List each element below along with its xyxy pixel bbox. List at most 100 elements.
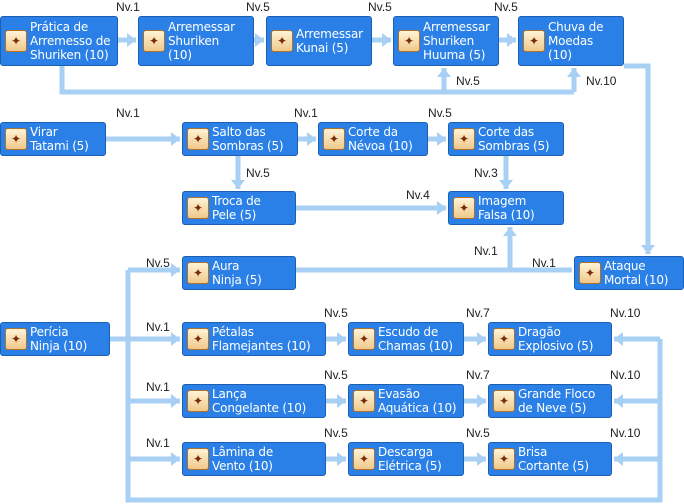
skill-label-line: Arremessar [296,27,363,41]
skill-label-line: Vento (10) [212,459,273,473]
arrowhead [382,33,391,47]
final-strike-icon: ✦ [579,262,601,284]
level-requirement-label: Nv.5 [494,0,518,14]
skill-label-line: Virar [30,125,58,139]
level-requirement-label: Nv.3 [474,166,498,180]
tatami-icon: ✦ [5,128,27,150]
mist-slash-icon: ✦ [323,128,345,150]
level-requirement-label: Nv.5 [146,256,170,270]
arrowhead [337,452,346,466]
book-icon: ✦ [5,30,27,52]
arrowhead [567,68,581,77]
skill-label-line: Brisa [518,445,548,459]
coins-icon: ✦ [523,30,545,52]
skill-label-line: Shuriken (10) [30,48,109,62]
level-requirement-label: Nv.5 [368,0,392,14]
skill-label-line: Corte das [478,125,534,139]
level-requirement-label: Nv.1 [146,380,170,394]
shadow-slash-icon: ✦ [453,128,475,150]
skill-label-line: Grande Floco [518,387,596,401]
skill-label-line: Arremessar [168,20,235,34]
skill-label-line: Elétrica (5) [378,459,442,473]
arrowhead [171,394,180,408]
arrowhead [337,332,346,346]
level-requirement-label: Nv.5 [246,0,270,14]
skill-label-line: Pétalas [212,325,254,339]
skill-label-line: Lâmina de [212,445,274,459]
aura-icon: ✦ [187,262,209,284]
flame-shield-icon: ✦ [353,328,375,350]
level-requirement-label: Nv.7 [466,306,490,320]
skill-label-line: Sombras (5) [478,139,550,153]
arrowhead [614,452,623,466]
skill-label-line: Escudo de [378,325,439,339]
mirror-image-icon: ✦ [453,197,475,219]
level-requirement-label: Nv.1 [294,106,318,120]
skill-label-line: Arremesso de [30,34,111,48]
connector-line [59,66,574,95]
skill-label-line: Ninja (10) [30,339,88,353]
level-requirement-label: Nv.5 [456,74,480,88]
arrowhead [507,33,516,47]
skill-label-line: Lança [212,387,247,401]
skill-label-line: Aura [212,259,240,273]
skill-label-line: Mortal (10) [604,273,669,287]
skill-label-line: Corte da [348,125,398,139]
skill-label-line: Congelante (10) [212,401,307,415]
flame-petals-icon: ✦ [187,328,209,350]
skill-label-line: Pele (5) [212,208,257,222]
skill-label-line: Chamas (10) [378,339,453,353]
arrowhead [127,33,136,47]
arrowhead [171,132,180,146]
skill-label-line: (10) [548,48,572,62]
level-requirement-label: Nv.10 [586,74,617,88]
level-requirement-label: Nv.5 [246,166,270,180]
arrowhead [437,132,446,146]
arrowhead [255,33,264,47]
skill-label-line: Evasão [378,387,420,401]
skill-label-line: Ataque [604,259,646,273]
skill-label-line: Sombras (5) [212,139,284,153]
arrowhead [614,332,623,346]
level-requirement-label: Nv.1 [116,0,140,14]
level-requirement-label: Nv.1 [532,256,556,270]
skill-label-line: Moedas [548,34,594,48]
